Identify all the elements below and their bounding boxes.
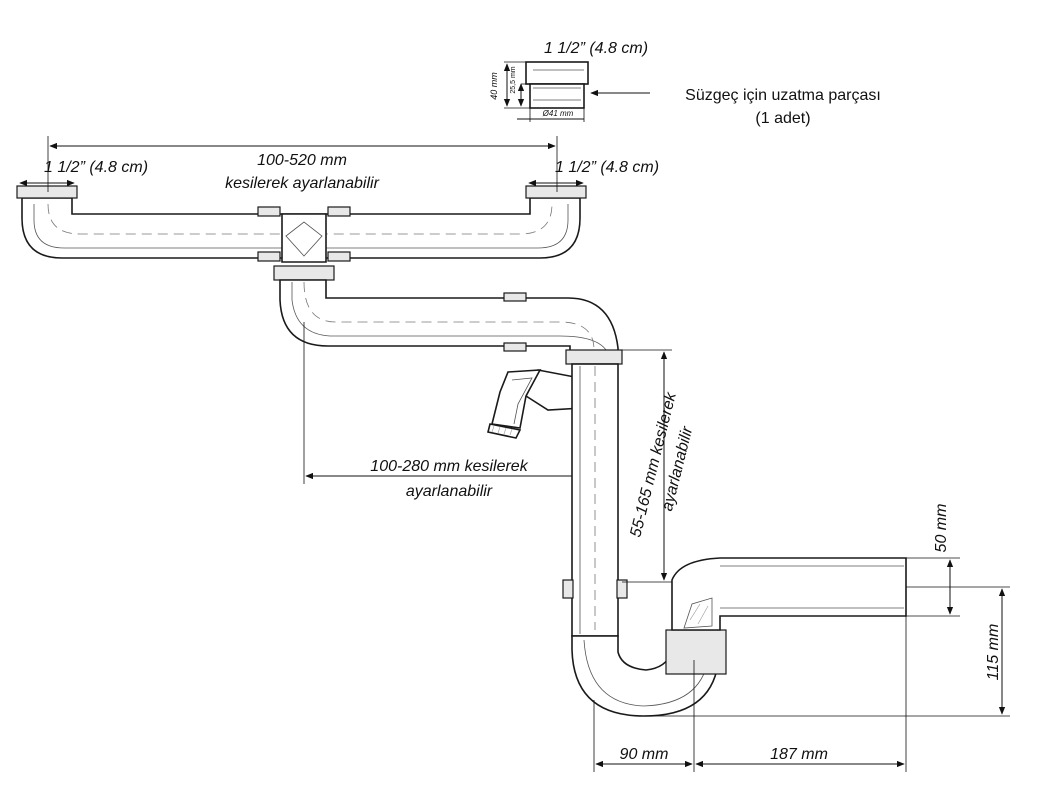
outlet-dimensions: 50 mm 115 mm 90 mm 187 mm [593, 504, 1010, 772]
trap-assembly [562, 363, 907, 717]
top-span-line1: 100-520 mm [257, 152, 347, 169]
top-span-dimension: 100-520 mm kesilerek ayarlanabilir 1 1/2… [19, 136, 659, 192]
extension-size-label: 1 1/2” (4.8 cm) [544, 40, 648, 57]
extension-caption-line2: (1 adet) [755, 110, 810, 127]
extension-thread-label: 25,5 mm [510, 66, 517, 93]
inlet-left-label: 1 1/2” (4.8 cm) [44, 159, 148, 176]
middle-pipe [279, 279, 623, 365]
extension-part: 40 mm 25,5 mm Ø41 mm 1 1/2” (4.8 cm) Süz… [489, 40, 881, 127]
outlet-diameter-label: 50 mm [933, 504, 950, 553]
mid-span-line2: ayarlanabilir [406, 483, 493, 500]
inlet-left-nut [16, 185, 78, 199]
extension-height-label: 40 mm [489, 72, 499, 100]
outlet-length-label: 187 mm [770, 746, 828, 763]
trap-width-label: 90 mm [620, 746, 669, 763]
mid-span-line1: 100-280 mm kesilerek [370, 458, 528, 475]
extension-caption-line1: Süzgeç için uzatma parçası [685, 87, 881, 104]
tee-outlet-nut [273, 265, 335, 281]
vertical-span-dimension: 55-165 mm kesilerek ayarlanabilir [622, 349, 696, 583]
trap-height-label: 115 mm [985, 624, 1002, 681]
inlet-right-label: 1 1/2” (4.8 cm) [555, 159, 659, 176]
mid-span-dimension: 100-280 mm kesilerek ayarlanabilir [303, 322, 595, 500]
outlet-pipe [671, 557, 907, 631]
inlet-right-nut [525, 185, 587, 199]
extension-part-collar [525, 61, 589, 85]
side-connector [487, 369, 583, 439]
outlet-union-nut [665, 629, 727, 675]
top-horizontal-pipe [16, 185, 587, 281]
top-span-line2: kesilerek ayarlanabilir [225, 175, 380, 192]
vertical-inlet-nut [565, 349, 623, 365]
extension-diameter-label: Ø41 mm [542, 109, 574, 118]
